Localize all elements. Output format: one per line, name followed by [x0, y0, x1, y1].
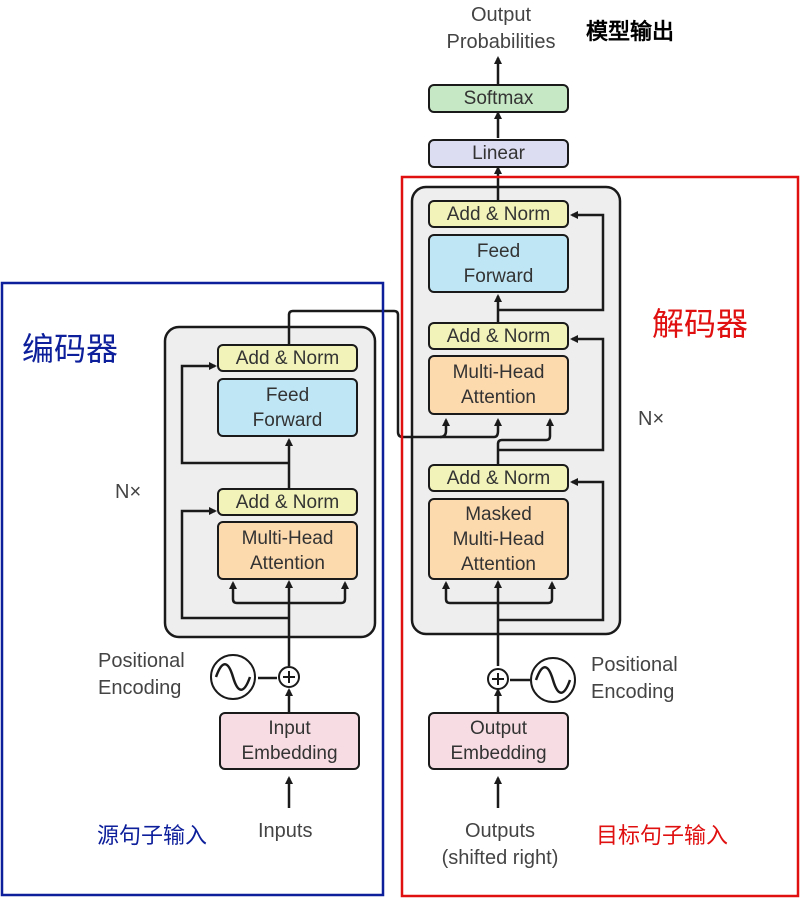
- encoder-stack-bg: [163, 325, 377, 639]
- encoder-feed-forward: Feed Forward: [217, 378, 358, 437]
- encoder-add-icon: [278, 666, 300, 688]
- encoder-sine-wave-icon: [210, 654, 256, 700]
- decoder-sine-wave-icon: [530, 657, 576, 703]
- decoder-nx-label: N×: [638, 408, 665, 430]
- model-output-cn-label: 模型输出: [586, 19, 675, 44]
- encoder-source-input-cn-label: 源句子输入: [97, 823, 208, 848]
- encoder-add-norm-top: Add & Norm: [217, 344, 358, 372]
- decoder-outputs-shifted-label: Outputs (shifted right): [441, 820, 559, 869]
- linear-box: Linear: [428, 139, 569, 168]
- encoder-frame: [0, 281, 385, 897]
- decoder-target-input-cn-label: 目标句子输入: [596, 823, 729, 848]
- encoder-input-embedding: Input Embedding: [219, 712, 360, 770]
- encoder-nx-label: N×: [115, 481, 142, 503]
- decoder-add-norm-2: Add & Norm: [428, 322, 569, 350]
- decoder-positional-encoding-label: Positional Encoding: [591, 654, 678, 703]
- softmax-box: Softmax: [428, 84, 569, 113]
- encoder-multi-head-attention: Multi-Head Attention: [217, 521, 358, 580]
- decoder-frame: [400, 175, 800, 898]
- encoder-inputs-label: Inputs: [258, 820, 313, 842]
- decoder-multi-head-attention: Multi-Head Attention: [428, 355, 569, 415]
- decoder-add-norm-3: Add & Norm: [428, 464, 569, 492]
- decoder-feed-forward: Feed Forward: [428, 234, 569, 293]
- decoder-add-icon: [487, 668, 509, 690]
- decoder-cn-title: 解码器: [652, 306, 749, 342]
- decoder-output-embedding: Output Embedding: [428, 712, 569, 770]
- encoder-cn-title: 编码器: [22, 331, 119, 367]
- encoder-positional-encoding-label: Positional Encoding: [98, 650, 185, 699]
- output-probabilities-label: Output Probabilities: [446, 4, 556, 53]
- decoder-masked-multi-head-attention: Masked Multi-Head Attention: [428, 498, 569, 580]
- encoder-add-norm-bottom: Add & Norm: [217, 488, 358, 516]
- decoder-add-norm-1: Add & Norm: [428, 200, 569, 228]
